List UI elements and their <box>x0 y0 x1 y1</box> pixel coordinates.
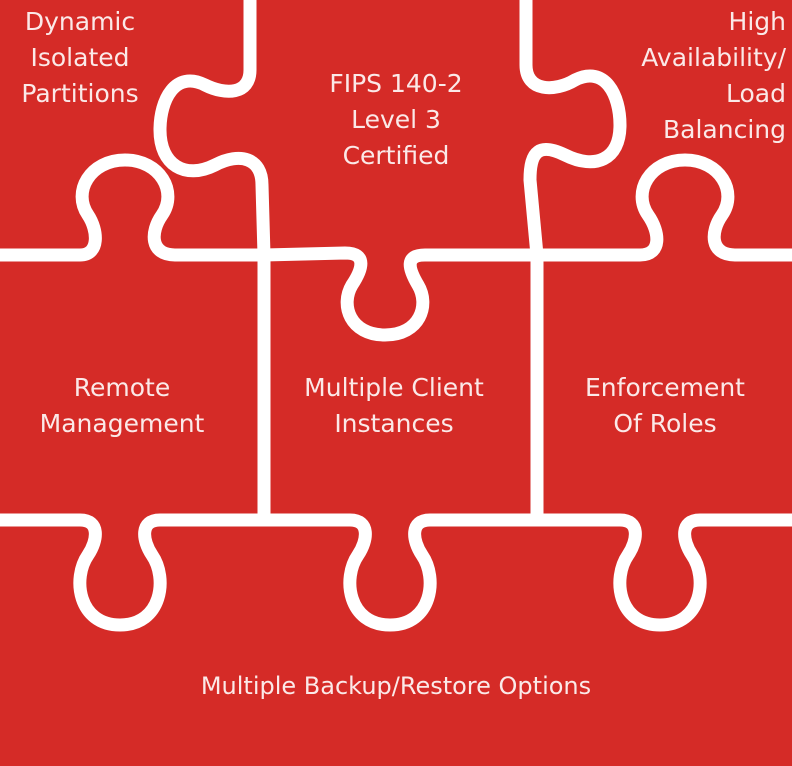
label-line: Instances <box>334 409 454 438</box>
label-line: High <box>728 7 786 36</box>
label-line: Certified <box>342 141 450 170</box>
label-line: Balancing <box>663 115 786 144</box>
label-line: FIPS 140-2 <box>329 69 463 98</box>
label-line: Management <box>39 409 205 438</box>
piece-label-fips-certified: FIPS 140-2 Level 3 Certified <box>290 66 502 174</box>
label-line: Load <box>726 79 786 108</box>
piece-label-enforcement-of-roles: Enforcement Of Roles <box>538 370 792 442</box>
piece-label-remote-management: Remote Management <box>0 370 244 442</box>
label-line: Level 3 <box>351 105 441 134</box>
label-line: Multiple Client <box>304 373 484 402</box>
label-line: Of Roles <box>613 409 717 438</box>
piece-label-dynamic-isolated-partitions: Dynamic Isolated Partitions <box>0 4 160 112</box>
label-line: Multiple Backup/Restore Options <box>200 672 592 700</box>
label-line: Enforcement <box>585 373 745 402</box>
piece-label-high-availability: High Availability/ Load Balancing <box>586 4 786 148</box>
label-line: Partitions <box>21 79 139 108</box>
joint-top-right-vertical <box>519 0 627 256</box>
piece-label-multiple-client-instances: Multiple Client Instances <box>268 370 520 442</box>
label-line: Remote <box>73 373 171 402</box>
label-line: Isolated <box>30 43 130 72</box>
joint-top-left-vertical <box>153 0 271 256</box>
piece-label-backup-restore-options: Multiple Backup/Restore Options <box>0 668 792 704</box>
label-line: Dynamic <box>24 7 136 36</box>
joint-middle-horizontal <box>0 153 792 342</box>
joint-bottom-horizontal <box>0 513 792 632</box>
label-line: Availability/ <box>641 43 786 72</box>
